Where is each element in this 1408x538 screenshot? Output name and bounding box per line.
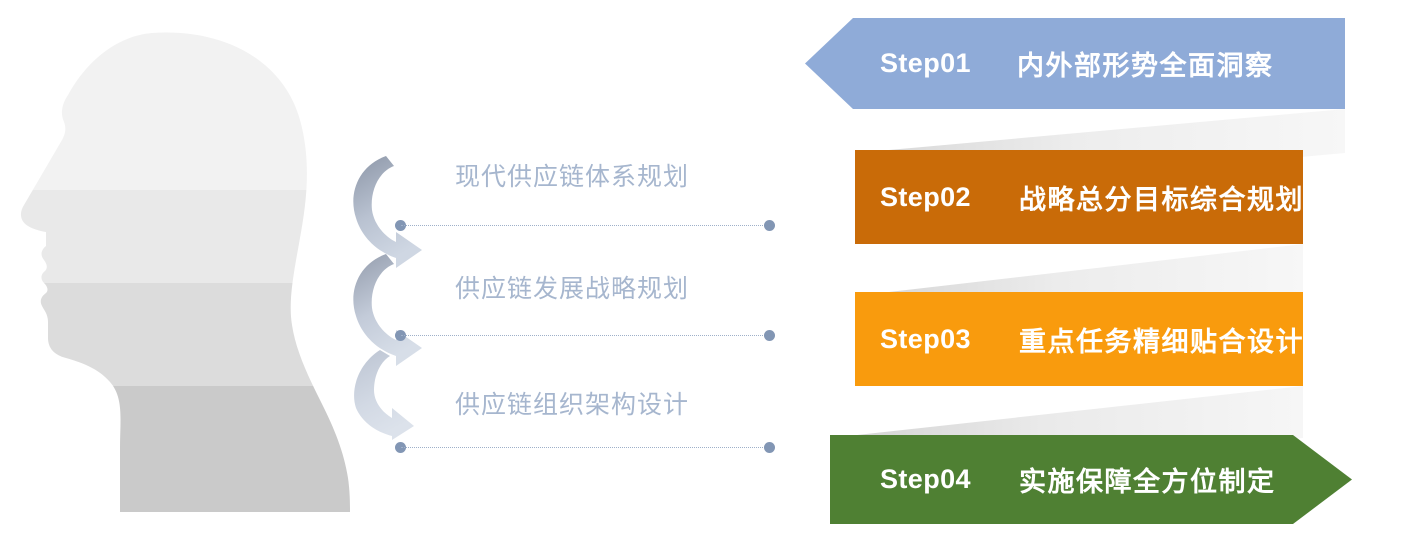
step-band-1[interactable]: Step01 内外部形势全面洞察 <box>805 18 1345 109</box>
mid-label-2: 供应链发展战略规划 <box>455 275 690 303</box>
step-2-shape <box>855 150 1303 244</box>
curved-arrow-right-icon-1 <box>353 156 422 268</box>
head-band-4 <box>20 386 350 513</box>
head-profile-silhouette <box>20 32 350 513</box>
curved-arrow-right-icon-3 <box>354 350 414 440</box>
step-band-2[interactable]: Step02 战略总分目标综合规划 <box>855 150 1303 244</box>
step-4-shape <box>830 435 1352 524</box>
connector-dot-left <box>395 442 406 453</box>
step-3-title: 重点任务精细贴合设计 <box>1018 326 1304 357</box>
step-3-shape <box>855 292 1303 386</box>
head-band-2 <box>20 190 350 283</box>
step-1-number: Step01 <box>880 48 971 78</box>
head-bands <box>20 32 350 513</box>
connector-dot-right <box>764 220 775 231</box>
connector-line <box>401 225 769 226</box>
dotted-connector-2 <box>395 330 775 342</box>
connector-line <box>401 335 769 336</box>
dotted-connector-3 <box>395 442 775 454</box>
head-band-3 <box>20 283 350 386</box>
head-band-1 <box>20 32 350 190</box>
step-stack: Step01 内外部形势全面洞察 Step02 战略总分目标综合规划 Step0… <box>790 0 1408 538</box>
connector-dot-right <box>764 330 775 341</box>
curved-arrow-right-icon-2 <box>353 254 422 366</box>
step-2-title: 战略总分目标综合规划 <box>1018 184 1304 215</box>
step-2-number: Step02 <box>880 181 971 212</box>
step-4-number: Step04 <box>880 464 971 494</box>
dotted-connector-1 <box>395 220 775 232</box>
connector-dot-right <box>764 442 775 453</box>
step-1-title: 内外部形势全面洞察 <box>1016 51 1274 81</box>
step-3-number: Step03 <box>880 323 971 354</box>
flow-arrow-group <box>353 156 422 440</box>
step-4-title: 实施保障全方位制定 <box>1018 467 1276 497</box>
step-band-4[interactable]: Step04 实施保障全方位制定 <box>830 435 1352 524</box>
step-band-3[interactable]: Step03 重点任务精细贴合设计 <box>855 292 1303 386</box>
connector-dot-left <box>395 330 406 341</box>
mid-label-1: 现代供应链体系规划 <box>455 163 690 191</box>
connector-dot-left <box>395 220 406 231</box>
mid-label-3: 供应链组织架构设计 <box>455 391 690 419</box>
connector-line <box>401 447 769 448</box>
step-1-shape <box>805 18 1345 109</box>
